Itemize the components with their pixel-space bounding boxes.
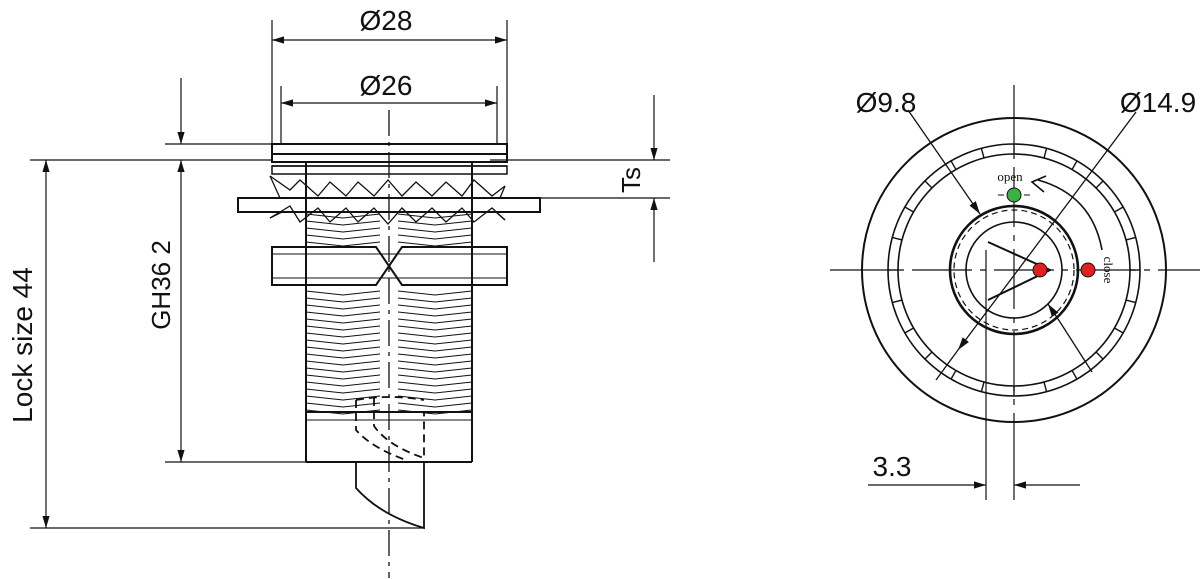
rotation-arrow-icon xyxy=(1037,179,1103,251)
dim-offset-label: 3.3 xyxy=(873,451,912,482)
plug-circle-inner xyxy=(965,221,1063,319)
key-slot xyxy=(987,241,1053,301)
dim-large-diameter-arrow xyxy=(957,253,1031,351)
dim-inner-diameter-label: Ø26 xyxy=(360,70,413,101)
dim-outer-diameter-label: Ø28 xyxy=(360,5,413,36)
plug-circle-dashed xyxy=(953,209,1075,331)
dim-small-diameter-leader xyxy=(907,109,981,215)
outer-bezel-circle xyxy=(861,117,1167,423)
dim-thread-label: GH36 2 xyxy=(146,240,176,330)
side-view: Ø28 Ø26 Ts GH36 2 Loc xyxy=(7,5,670,578)
close-indicator-icon xyxy=(1080,262,1096,278)
dim-small-diameter-arrow xyxy=(1047,303,1061,323)
scale-ticks xyxy=(888,144,1140,396)
dim-ts-label: Ts xyxy=(616,167,646,193)
hex-nut xyxy=(271,246,508,286)
panel-plate xyxy=(237,197,541,213)
open-indicator-icon xyxy=(998,187,1030,203)
rotation-arrow-head-icon xyxy=(1030,175,1047,193)
close-label: close xyxy=(1101,257,1116,284)
plug-circle-outer xyxy=(948,204,1080,336)
bezel xyxy=(271,143,508,175)
front-view: open close Ø9.8 Ø14.9 3.3 xyxy=(830,85,1200,500)
open-label: open xyxy=(997,169,1023,184)
dim-ts xyxy=(490,95,670,262)
dim-lock-size xyxy=(30,159,424,529)
dim-thread xyxy=(165,78,306,463)
dim-outer-diameter xyxy=(271,20,508,144)
dim-small-diameter-label: Ø9.8 xyxy=(856,87,917,118)
dim-lock-size-label: Lock size 44 xyxy=(7,267,38,423)
dim-large-diameter-leader xyxy=(1029,111,1137,255)
dim-inner-diameter xyxy=(280,86,498,144)
dim-large-diameter-label: Ø14.9 xyxy=(1120,87,1196,118)
dim-offset xyxy=(868,250,1080,500)
lock-washer xyxy=(269,175,506,225)
dim-small-diameter-leader-tail xyxy=(1059,321,1093,373)
plug-pin-icon xyxy=(1032,262,1048,278)
dim-large-diameter-leader-tail xyxy=(935,349,959,381)
thread-lines xyxy=(305,213,473,415)
